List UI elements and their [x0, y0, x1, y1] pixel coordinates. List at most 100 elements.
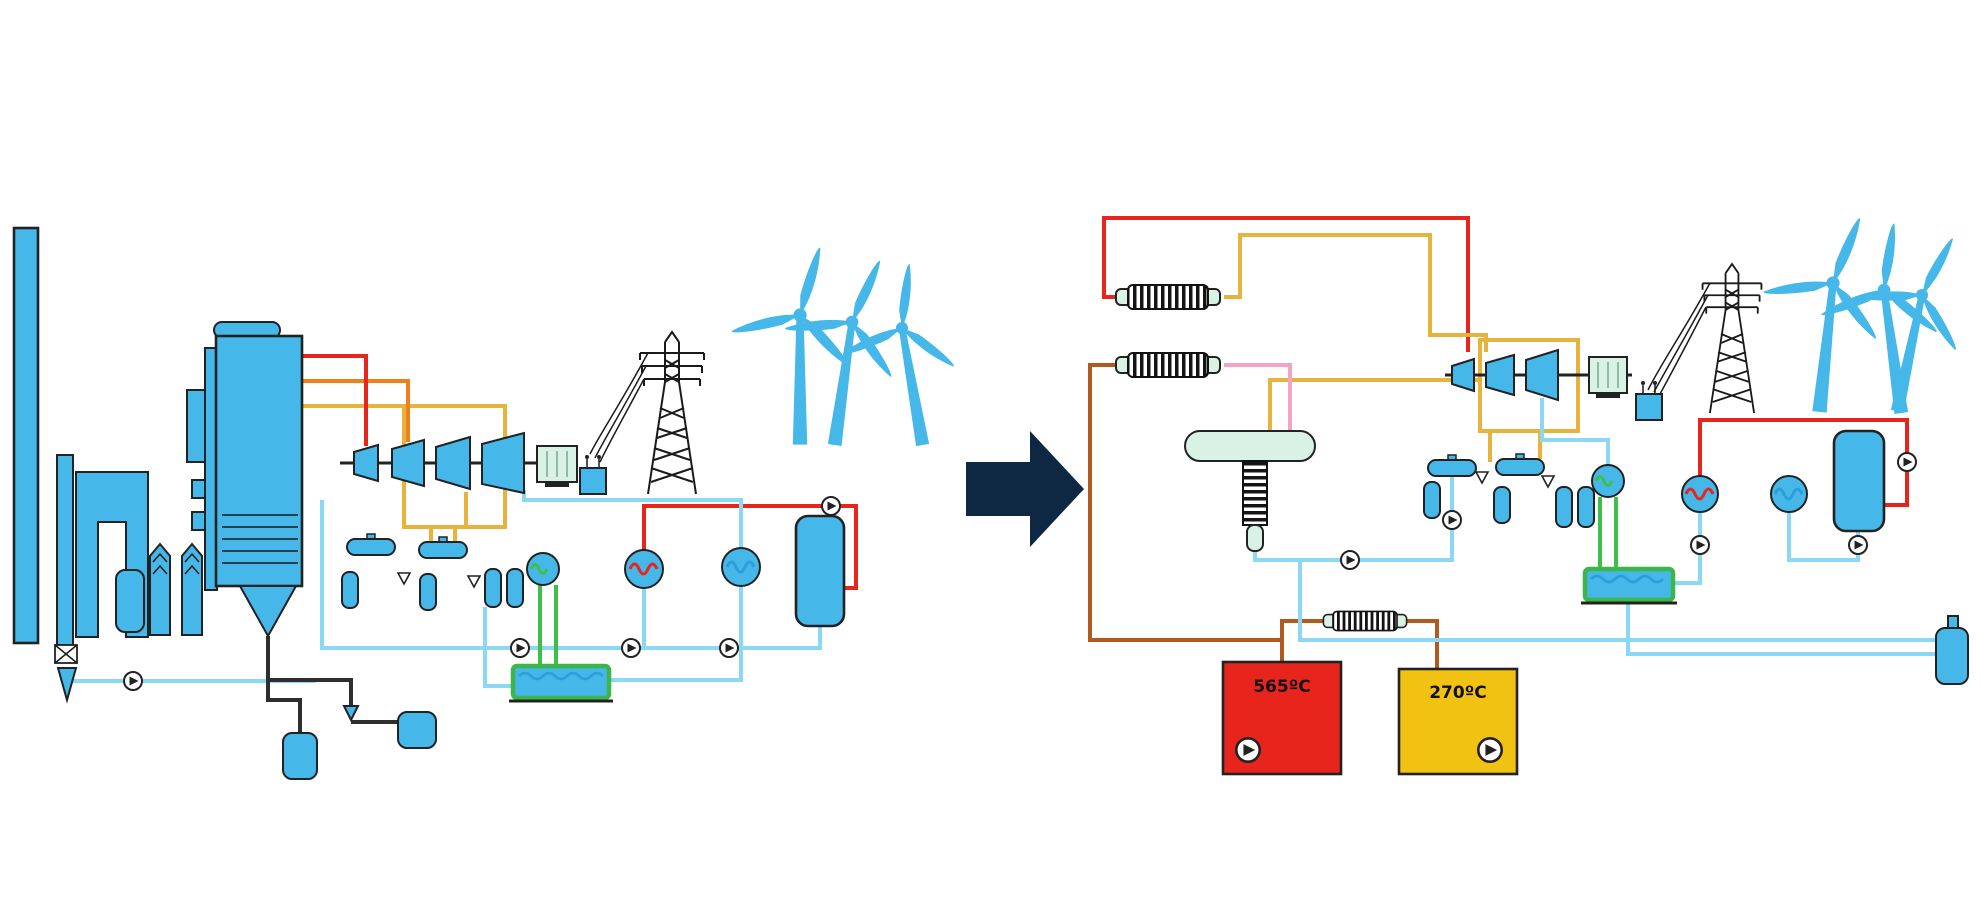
- pump-icon: [1477, 736, 1503, 764]
- secondary-stack-icon: [56, 454, 74, 646]
- reheater-hx-icon: [1115, 352, 1221, 378]
- cold-salt-tank: 270ºC: [1397, 667, 1519, 776]
- green-recirc-pipes: [1598, 497, 1618, 569]
- transformer-icon: [579, 455, 607, 495]
- pump-icon: [1235, 736, 1261, 764]
- heater-tank-icon: [1577, 486, 1595, 528]
- valve-icon: [467, 575, 481, 588]
- feedwater-heater-icon: [1423, 481, 1441, 519]
- main-steam-pipe: [1102, 216, 1470, 352]
- feedwater-heater-icon: [419, 573, 437, 611]
- heater-tank-icon: [484, 568, 502, 608]
- condenser-hot-icon: [1681, 475, 1719, 513]
- pump-icon: [510, 638, 530, 658]
- pump-icon: [1442, 510, 1462, 530]
- green-recirc-pump-icon: [526, 552, 560, 586]
- salt-pipe-cold: [1407, 619, 1439, 669]
- transmission-tower-icon: [639, 331, 705, 495]
- cooling-basin-icon: [509, 663, 613, 703]
- right-pipes: [1088, 216, 1938, 669]
- lp-exhaust-pipe: [522, 490, 743, 548]
- power-lines: [589, 352, 649, 463]
- heater-tank-icon: [506, 568, 524, 608]
- generator-icon: [1588, 356, 1628, 398]
- main-steam-pipe: [303, 354, 368, 446]
- condenser2-basin-pipe: [607, 586, 743, 682]
- valve-icon: [1541, 475, 1555, 488]
- boiler-icon: [214, 334, 304, 588]
- ip-turbine-icon: [1485, 353, 1515, 397]
- ash-valve-icon: [342, 705, 360, 723]
- cooling-basin-icon: [1581, 566, 1677, 605]
- lp-turbine-icon: [435, 435, 471, 491]
- condenser-cold-icon: [1770, 475, 1808, 513]
- pink-steam-pipe: [1224, 363, 1292, 431]
- hot-condensate-pipe: [642, 504, 858, 590]
- deaerator-tank-icon: [794, 514, 846, 628]
- superheater-hx-icon: [1115, 284, 1221, 310]
- cooling-line-1: [1298, 560, 1938, 642]
- wind-turbine-icon: [768, 247, 912, 453]
- condenser-cold-icon: [721, 547, 761, 587]
- left-pipes: [70, 354, 858, 733]
- condensate-gold-loop-pipe: [303, 404, 507, 529]
- reheat-orange-pipe: [303, 379, 410, 442]
- ip-turbine-icon: [391, 438, 425, 488]
- ash-box-icon: [54, 644, 78, 664]
- pump-icon: [719, 638, 739, 658]
- generator-icon: [536, 445, 578, 487]
- lp-exhaust-pipe: [1540, 398, 1610, 465]
- green-recirc-pipes: [538, 585, 558, 666]
- feedwater-heater-icon: [1493, 486, 1511, 524]
- hp-turbine-icon: [1451, 357, 1475, 393]
- pump-icon: [621, 638, 641, 658]
- boiler-hopper-icon: [238, 585, 298, 639]
- transmission-tower-icon: [1701, 263, 1763, 414]
- hot-tank-label: 565ºC: [1253, 677, 1311, 697]
- pump-icon: [1848, 535, 1868, 555]
- ash-pipe-2: [268, 678, 353, 706]
- smokestack-icon: [12, 226, 40, 645]
- basin-heater-pipe: [483, 607, 515, 688]
- transition-arrow-icon: [966, 431, 1084, 547]
- pump-icon: [821, 496, 841, 516]
- reheat-pipe: [1224, 233, 1488, 352]
- lp-turbine-icon: [481, 431, 525, 495]
- makeup-water-tank-icon: [1935, 615, 1969, 685]
- valve-icon: [397, 572, 411, 585]
- feedwater-heater-icon: [418, 536, 468, 559]
- cold-tank-label: 270ºC: [1429, 683, 1487, 703]
- ash-tank-icon: [282, 732, 318, 780]
- pump-icon: [123, 671, 143, 691]
- lp-turbine-icon: [1525, 348, 1559, 402]
- green-recirc-pump-icon: [1591, 464, 1625, 498]
- gold-heater-stubs: [1488, 431, 1542, 462]
- hot-salt-tank: 565ºC: [1221, 660, 1343, 776]
- ash-pipe-1: [266, 636, 302, 733]
- valve-icon: [1475, 471, 1489, 484]
- wind-turbine-icon: [1750, 207, 1893, 418]
- hot-condensate-pipe: [1698, 418, 1909, 507]
- right-plant: 565ºC 270ºC: [1088, 207, 1980, 776]
- ash-cone-icon: [56, 667, 78, 704]
- left-plant: [12, 226, 971, 780]
- separator-vessel-icon: [1184, 430, 1316, 552]
- finned-column-icon: [1242, 460, 1268, 526]
- condenser-hot-icon: [624, 549, 664, 589]
- deaerator-tank-icon: [1832, 429, 1886, 533]
- salt-pipe-main: [1088, 363, 1284, 669]
- steam-turbine-train: [340, 431, 607, 495]
- feedwater-heater-icon: [1495, 453, 1545, 476]
- gold-vessel-branch: [1268, 378, 1480, 431]
- gold-loop-pipe: [1478, 338, 1580, 433]
- steam-turbine-train: [1445, 348, 1663, 421]
- feedwater-pipe-main: [320, 500, 822, 650]
- boiler-tube-banks: [222, 514, 298, 564]
- salt-cooler-hx-icon: [1322, 610, 1408, 632]
- pump-icon: [1897, 452, 1917, 472]
- pump-icon: [1690, 535, 1710, 555]
- feedwater-heater-icon: [341, 571, 359, 609]
- salt-pipe-hx: [1280, 619, 1324, 640]
- hp-turbine-icon: [353, 443, 379, 483]
